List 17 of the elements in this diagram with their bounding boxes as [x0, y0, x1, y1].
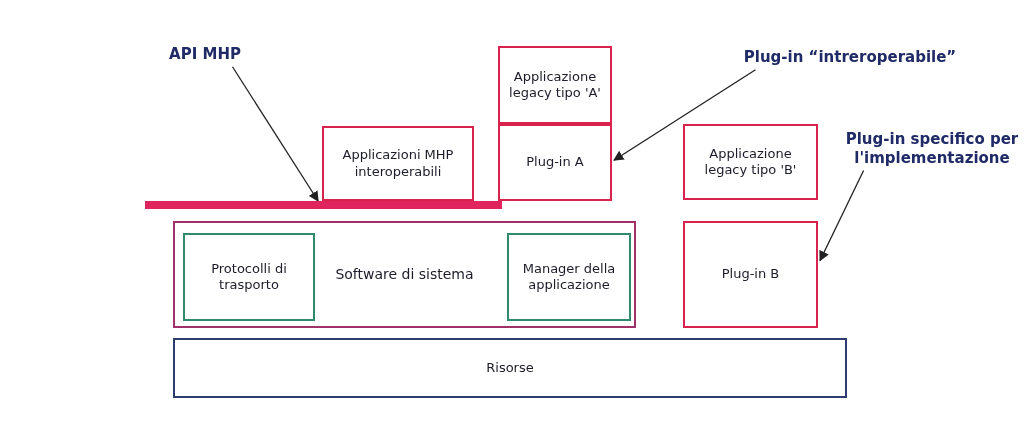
callout-label: Plug-in specifico per l'implementazione — [842, 130, 1022, 168]
module-box: Protocolli di trasporto — [183, 233, 315, 321]
layer-box — [173, 221, 636, 328]
layer-box: Risorse — [173, 338, 847, 398]
callout-label: Plug-in “intreroperabile” — [715, 48, 985, 67]
layer-title: Software di sistema — [335, 265, 474, 284]
component-box: Applicazione legacy tipo 'A' — [498, 46, 612, 124]
leader-line — [613, 69, 757, 161]
leader-line — [231, 66, 319, 202]
component-box: Applicazione legacy tipo 'B' — [683, 124, 818, 200]
component-box: Applicazioni MHP interoperabili — [322, 126, 474, 201]
api-bar — [145, 201, 502, 209]
leader-line — [819, 169, 865, 262]
component-box: Plug-in A — [498, 124, 612, 201]
module-box: Manager della applicazione — [507, 233, 631, 321]
component-box: Plug-in B — [683, 221, 818, 328]
callout-label: API MHP — [150, 45, 260, 64]
